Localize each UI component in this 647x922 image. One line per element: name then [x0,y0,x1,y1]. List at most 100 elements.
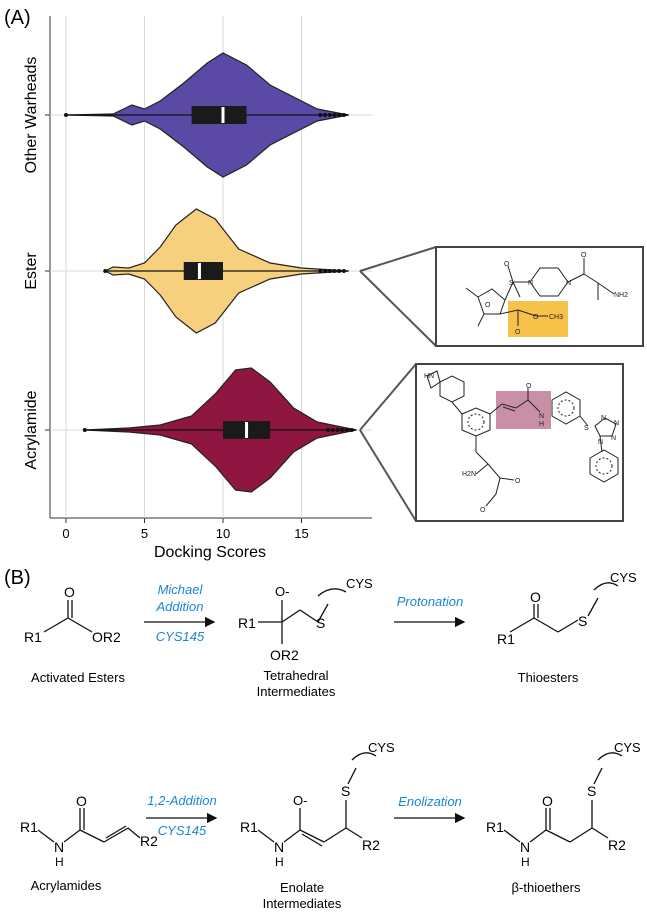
intermediates-label-2: Intermediates [263,896,342,911]
median-mark [245,422,249,438]
enol-n: N [274,839,284,855]
activated-esters-label: Activated Esters [31,670,125,685]
enol-cys: CYS [368,740,395,755]
ester-connector-bottom [359,270,437,347]
outlier-point [332,113,337,117]
ester-atom-o1: O [485,302,491,309]
x-ticks: 0 5 10 15 [62,518,309,541]
x-tick-label: 10 [216,526,230,541]
thio-cys: CYS [610,570,637,585]
beta-h: H [521,855,530,869]
outlier-point [327,269,332,273]
michael-label: Michael [158,582,204,597]
x-tick-label: 0 [62,526,69,541]
protonation-label: Protonation [397,594,464,609]
acry-o: O [76,793,87,809]
outlier-point [337,269,342,273]
ester-o: O [64,584,75,600]
median-mark [221,107,225,123]
acryl-atom-o2: O [515,478,521,485]
acryl-atom-n2: N [614,420,619,427]
outlier-point [349,428,354,432]
outlier-point [332,269,337,273]
beta-o: O [542,793,553,809]
12-addition-label: 1,2-Addition [147,793,216,808]
enolization-label: Enolization [398,794,462,809]
enol-h: H [275,855,284,869]
enol-r1: R1 [240,819,258,835]
acry-n: N [54,839,64,855]
ester-atom-n1: N [528,280,533,287]
outlier-point [318,113,323,117]
beta-s: S [587,783,596,799]
acry-h: H [55,855,64,869]
enol-r2: R2 [362,837,380,853]
cys145-label-1: CYS145 [156,629,205,644]
thio-o: O [530,589,541,605]
ester-connector-top [359,246,437,272]
tetrahedral-label: Tetrahedral [263,668,328,683]
acrylamides-label: Acrylamides [31,878,102,893]
beta-n: N [520,839,530,855]
outlier-point [323,113,328,117]
outlier-point [341,113,346,117]
beta-r2: R2 [608,837,626,853]
outlier-point [64,113,68,117]
enol-o-minus: O- [293,793,307,808]
ester-atom-nh2: NH2 [614,292,628,299]
outlier-point [82,428,87,432]
x-axis-label: Docking Scores [154,544,266,561]
tetra-cys: CYS [346,576,373,591]
thio-s: S [578,613,587,629]
ester-or2: OR2 [92,629,121,645]
outlier-point [345,428,350,432]
panel-b-label: (B) [4,567,31,589]
y-category-label: Ester [23,252,40,290]
acryl-connector-bottom [359,429,417,522]
x-tick-label: 15 [294,526,308,541]
ester-atom-o2: O [504,261,510,268]
acryl-atom-n4: N [598,439,603,446]
outlier-point [341,269,346,273]
x-tick-label: 5 [141,526,148,541]
acryl-atom-hn: HN [424,373,434,380]
acryl-atom-h: H [539,421,544,428]
acryl-atom-n3: N [611,435,616,442]
acry-r1: R1 [20,819,38,835]
ester-atom-o4: O [515,329,521,336]
thioesters-label: Thioesters [518,670,579,685]
tetra-r1: R1 [238,615,256,631]
ester-scheme: O R1 OR2 Activated Esters Michael Additi… [24,570,637,699]
y-category-label: Other Warheads [23,57,40,174]
tetra-s: S [316,615,325,631]
acrylamide-scheme: O R1 N H R2 Acrylamides 1,2-Addition CYS… [20,740,641,911]
addition-label: Addition [156,599,204,614]
ester-atom-n2: N [566,280,571,287]
y-category-label: Acrylamide [23,390,40,469]
acrylamide-highlight [496,391,551,429]
box-iqr [183,262,223,280]
enol-s: S [341,783,350,799]
enolate-label: Enolate [280,880,324,895]
beta-cys: CYS [614,740,641,755]
outlier-point [327,113,332,117]
acryl-atom-n1: N [601,415,606,422]
outlier-point [335,428,340,432]
ester-molecule-inset: O S O N N O NH2 O O CH3 [435,246,644,347]
outlier-point [337,113,342,117]
outlier-point [330,428,335,432]
outlier-point [318,269,323,273]
ester-atom-s: S [509,280,514,287]
acrylamide-molecule-inset: HN O N H S N N N N H2N O O [415,363,624,522]
acryl-connector-top [359,363,417,431]
beta-thioethers-label: β-thioethers [512,880,581,895]
acry-r2: R2 [140,833,158,849]
tetra-or2: OR2 [270,647,299,663]
median-mark [197,263,201,279]
outlier-point [103,269,108,273]
ester-r1: R1 [24,629,42,645]
box-iqr [191,106,247,124]
ester-atom-o5: O [533,314,539,321]
